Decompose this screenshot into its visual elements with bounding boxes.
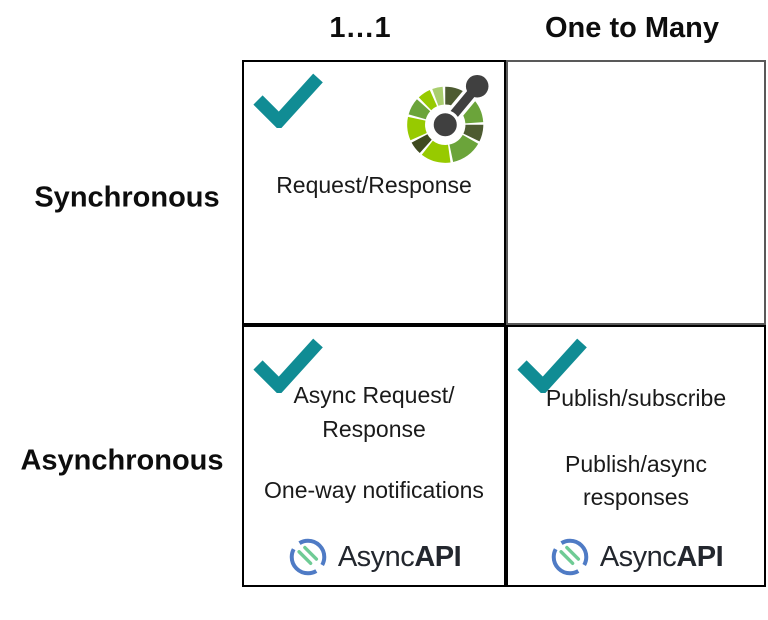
asyncapi-logo: AsyncAPI <box>244 536 504 578</box>
openapi-logo-icon <box>407 74 489 163</box>
column-header-one-to-many: One to Many <box>544 12 720 44</box>
column-header-one-to-one: 1…1 <box>329 12 391 44</box>
matrix-grid: Request/Response Async Request/ Response… <box>242 60 766 587</box>
cell-label-response: Response <box>322 416 426 442</box>
asyncapi-wordmark-regular: Async <box>337 540 415 573</box>
asyncapi-logo-icon <box>289 538 327 576</box>
check-icon <box>253 338 323 393</box>
check-icon <box>517 338 587 393</box>
asyncapi-wordmark: AsyncAPI <box>337 540 462 574</box>
asyncapi-wordmark-bold: API <box>414 540 462 573</box>
cell-label-request-response: Request/Response <box>276 172 472 198</box>
cell-label-publish-subscribe: Publish/subscribe <box>545 385 727 411</box>
cell-label-publish-async: Publish/async <box>565 451 707 477</box>
cell-asynchronous-one-to-one: Async Request/ Response One-way notifica… <box>242 325 506 587</box>
row-header-asynchronous: Asynchronous <box>20 444 224 477</box>
cell-asynchronous-one-to-many: Publish/subscribe Publish/async response… <box>506 325 766 587</box>
cell-synchronous-one-to-one: Request/Response <box>242 60 506 325</box>
cell-label-responses: responses <box>582 484 690 510</box>
asyncapi-logo: AsyncAPI <box>508 536 764 578</box>
cell-label-async-request: Async Request/ <box>293 382 455 408</box>
row-header-synchronous: Synchronous <box>34 181 220 214</box>
asyncapi-wordmark-bold: API <box>676 540 724 573</box>
cell-synchronous-one-to-many <box>506 60 766 325</box>
asyncapi-wordmark-regular: Async <box>599 540 677 573</box>
asyncapi-logo-icon <box>551 538 589 576</box>
asyncapi-wordmark: AsyncAPI <box>599 540 724 574</box>
check-icon <box>253 73 323 128</box>
cell-label-one-way-notifications: One-way notifications <box>264 477 484 503</box>
